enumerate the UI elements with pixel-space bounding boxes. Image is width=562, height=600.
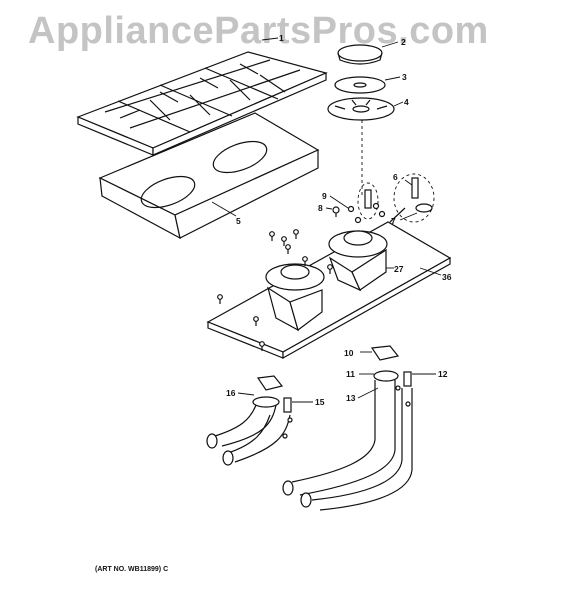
part-burner-box[interactable]	[98, 112, 320, 240]
part-screws-small[interactable]	[332, 202, 386, 224]
part-burner-tube-right[interactable]	[282, 345, 413, 511]
part-burner-head[interactable]	[334, 76, 386, 94]
callout-9: 9	[322, 191, 327, 201]
callout-6: 6	[393, 172, 398, 182]
callout-8: 8	[318, 203, 323, 213]
callout-12: 12	[438, 369, 448, 379]
callout-7: 7	[391, 216, 396, 226]
part-burner-cap[interactable]	[337, 44, 383, 65]
callout-4: 4	[404, 97, 409, 107]
callout-1: 1	[279, 33, 284, 43]
callout-36: 36	[442, 272, 452, 282]
callout-3: 3	[402, 72, 407, 82]
part-burner-base-right[interactable]	[328, 230, 388, 292]
callout-2: 2	[401, 37, 406, 47]
part-burner-spreader[interactable]	[327, 97, 395, 121]
part-burner-tube-left[interactable]	[206, 375, 293, 466]
callout-16: 16	[226, 388, 236, 398]
part-grate[interactable]	[76, 51, 328, 156]
callout-27: 27	[394, 264, 404, 274]
leader-lines	[211, 37, 442, 403]
art-number: (ART NO. WB11899) C	[95, 566, 169, 573]
callout-15: 15	[315, 397, 325, 407]
part-mounting-screws[interactable]	[217, 229, 333, 351]
part-igniter-assembly[interactable]	[357, 173, 435, 223]
callout-10: 10	[344, 348, 354, 358]
callout-13: 13	[346, 393, 356, 403]
callout-5: 5	[236, 216, 241, 226]
part-burner-base-left[interactable]	[265, 263, 325, 332]
callout-labels: 1 2 3 4 5 6 7 8 9 10 11 12 13 15 16 27 3…	[226, 33, 452, 407]
part-base-plate[interactable]	[206, 221, 452, 360]
watermark-logo: AppliancePartsPros.com	[28, 10, 489, 52]
callout-11: 11	[346, 369, 355, 379]
